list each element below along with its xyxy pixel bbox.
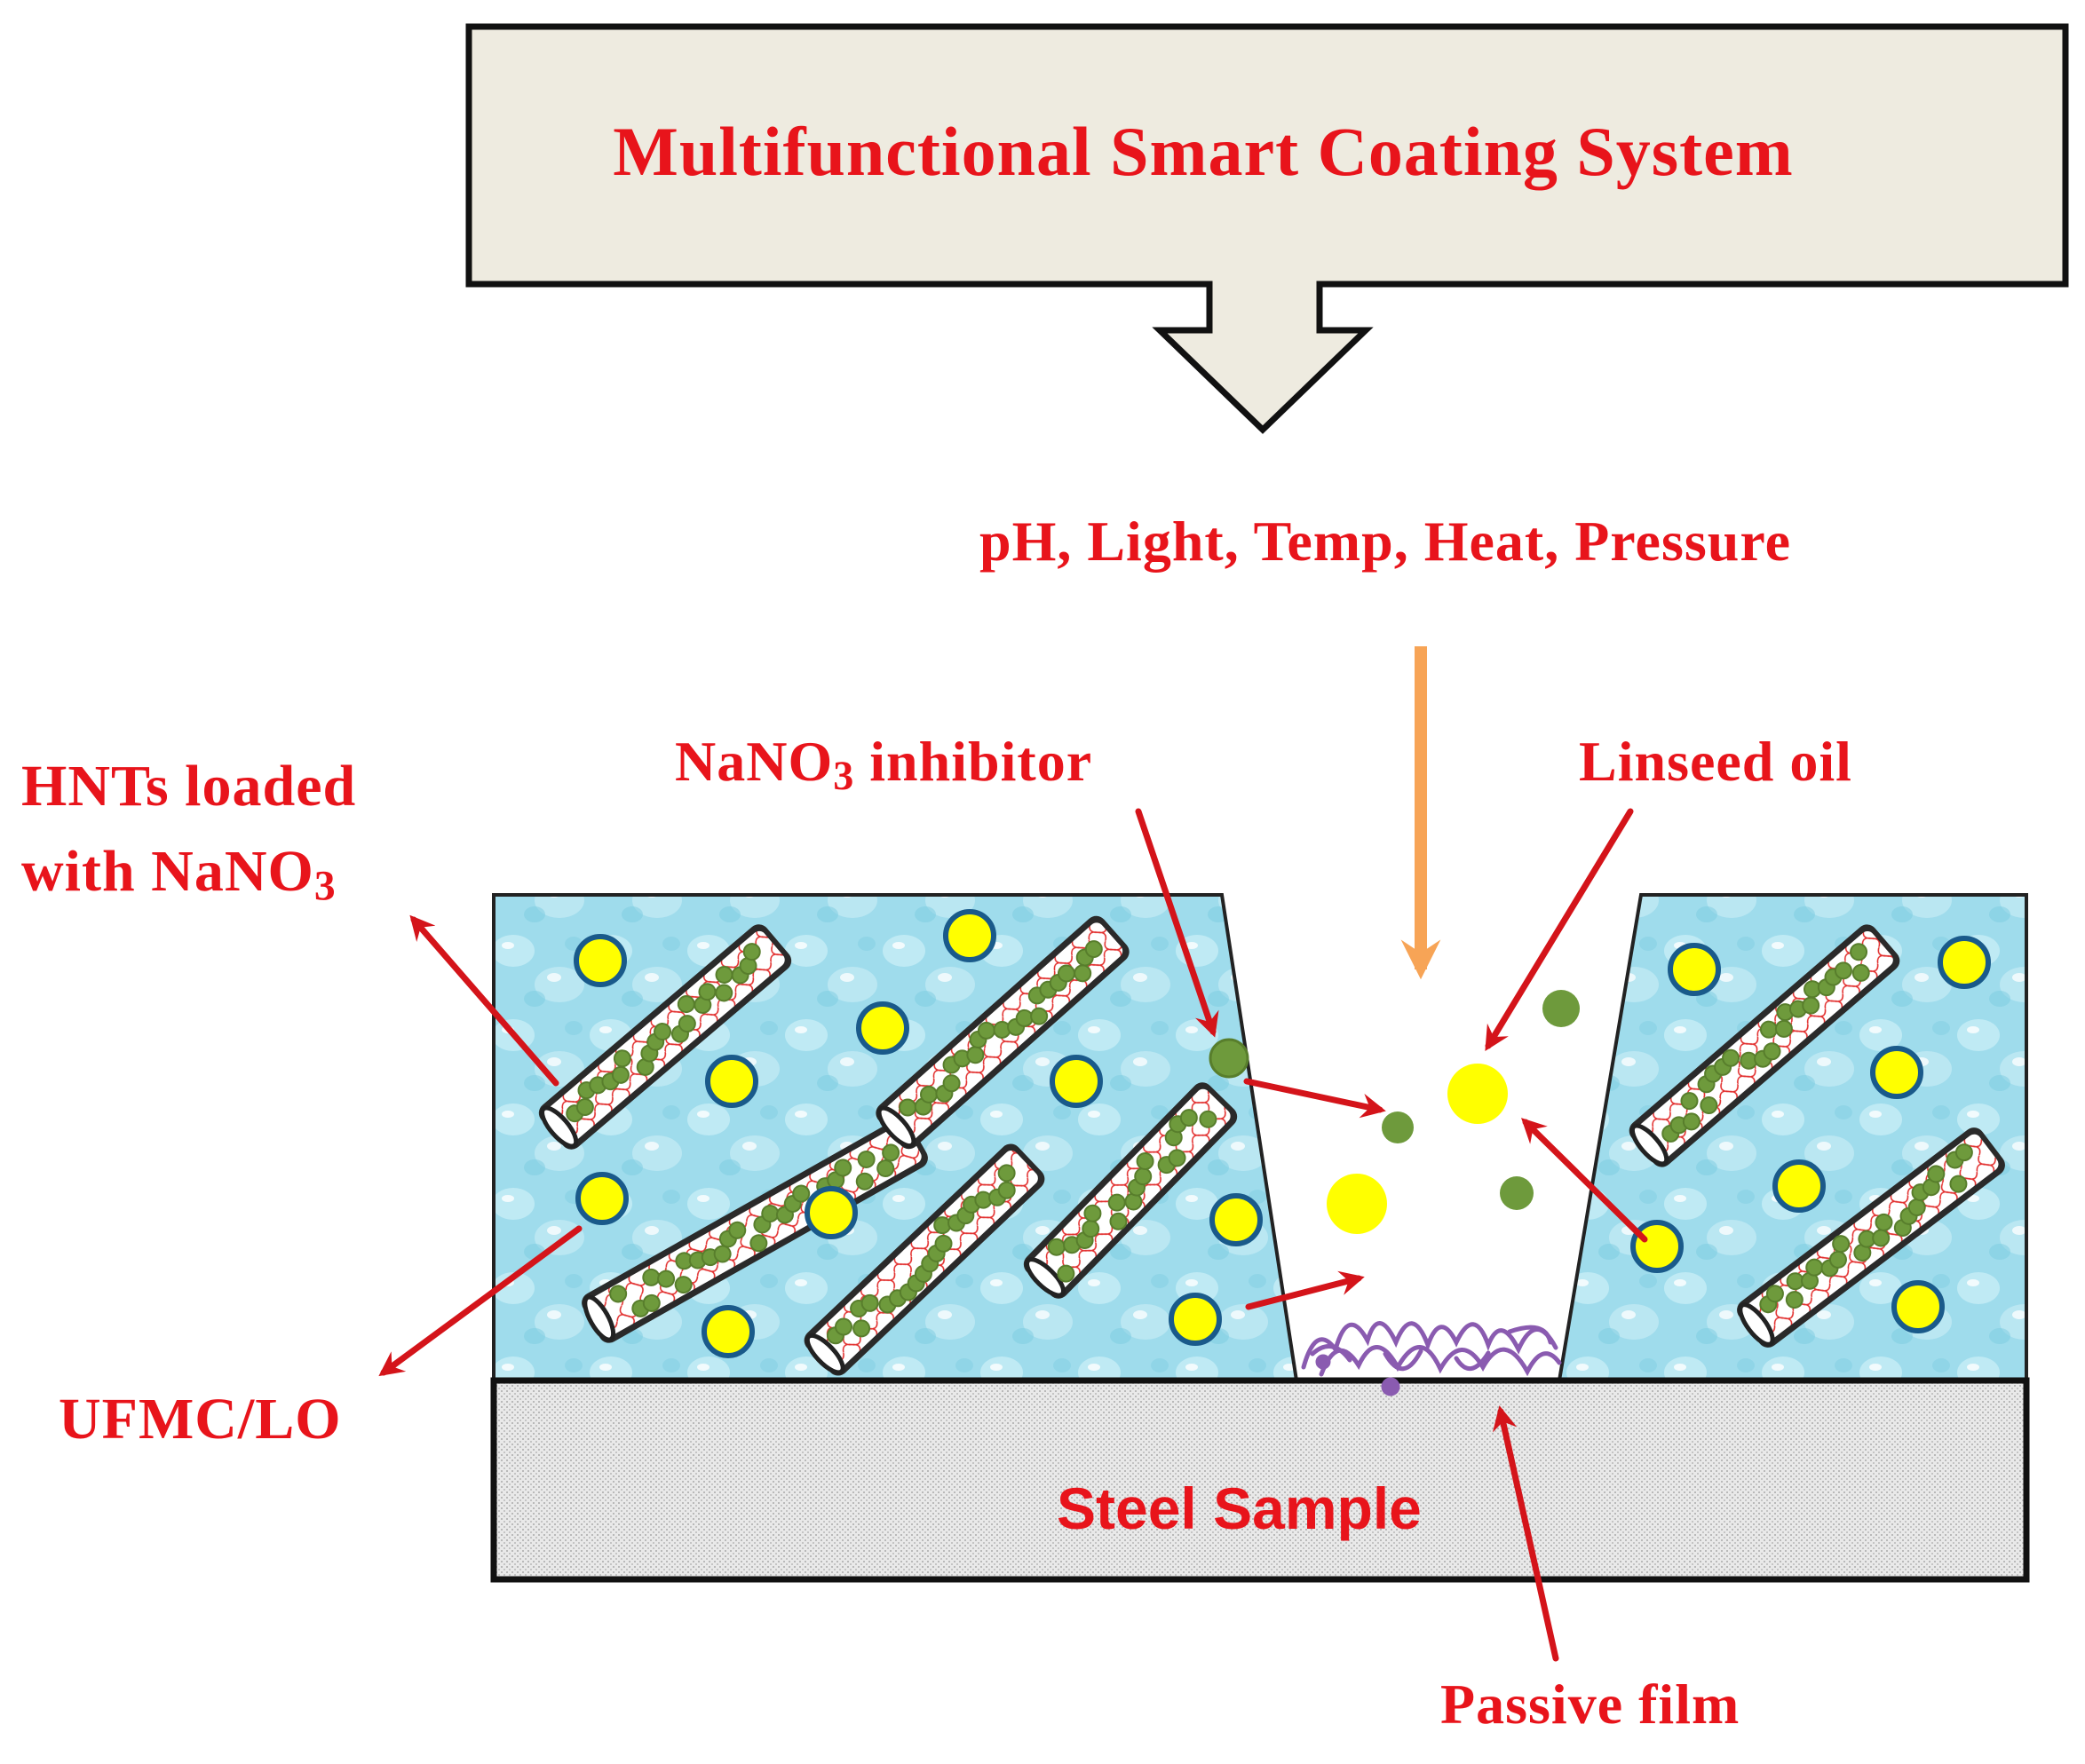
arrow-release-oil [1521,1118,1648,1243]
nanotube [1629,924,1900,1167]
microcapsule [1668,943,1721,996]
microcapsule [1870,1046,1923,1099]
microcapsule [1938,936,1991,989]
arrow-linseed [1485,808,1634,1051]
microcapsule [575,1172,629,1225]
hnt-label-line1: HNTs loaded [21,754,357,819]
arrow-hnt [409,914,559,1087]
steel-label: Steel Sample [1057,1475,1422,1541]
hnt-label: HNTs loaded with NaNO3 [21,744,356,929]
nanotube [1023,1082,1238,1299]
microcapsule [1891,1280,1945,1333]
microcapsule [1050,1055,1103,1108]
inhibitor-label-subscript: 3 [833,753,855,799]
released-inhibitor [1500,1176,1534,1210]
arrow-inhibitor [1135,808,1219,1038]
passive-film-label: Passive film [1440,1673,1740,1736]
inhibitor-label: NaNO3 inhibitor [675,733,1092,796]
nanotube [804,1143,1045,1376]
arrow-ufmc [378,1225,583,1377]
microcapsule [856,1001,909,1055]
released-linseed-oil [1447,1064,1508,1124]
microcapsule [574,934,627,987]
nanotube [538,924,792,1150]
microcapsule [702,1305,755,1358]
inhibitor-particle [1209,1038,1249,1079]
microcapsule [705,1055,758,1108]
released-inhibitor [1542,990,1580,1027]
microcapsule [1772,1159,1826,1213]
title: Multifunctional Smart Coating System [613,113,1794,190]
released-linseed-oil [1327,1174,1387,1234]
microcapsule [1169,1293,1222,1346]
microcapsule [1209,1193,1263,1246]
arrow-release-inhibitor [1243,1078,1386,1119]
ufmc-label: UFMC/LO [59,1387,342,1452]
hnt-label-prefix: with NaNO [21,839,314,904]
arrow-passive [1492,1405,1559,1662]
linseed-label: Linseed oil [1579,730,1852,793]
steel-substrate [490,1377,2030,1583]
nanotube [1737,1127,2005,1348]
released-inhibitor [1382,1111,1414,1143]
arrow-release-lower [1245,1270,1365,1310]
title-banner [465,23,2069,434]
inhibitor-label-prefix: NaNO [675,730,834,793]
nanotube-group [538,915,2005,1376]
capsule-group [574,909,1991,1358]
microcapsule [943,909,996,962]
microcapsule [805,1186,858,1239]
nanotube [876,915,1130,1150]
hnt-label-subscript: 3 [313,863,337,910]
inhibitor-label-suffix: inhibitor [854,730,1093,793]
passive-film [1301,1321,1562,1396]
pointer-arrows [378,808,1648,1662]
stimuli-label: pH, Light, Temp, Heat, Pressure [979,510,1792,573]
hnt-label-line2: with NaNO3 [21,829,356,929]
microcapsule [1630,1220,1684,1273]
